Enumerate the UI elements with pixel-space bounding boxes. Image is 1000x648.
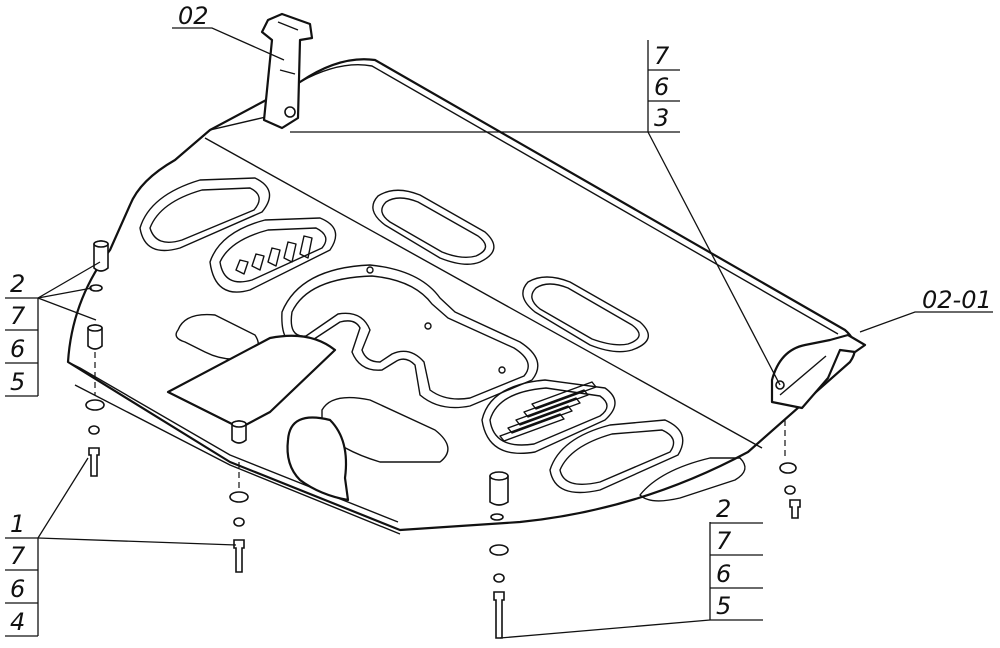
label-bottom-right-2: 7: [716, 527, 732, 555]
bracket-02: [260, 12, 314, 130]
callout-stack-top-right: 7 6 3: [647, 40, 680, 132]
hardware-center-right: [489, 471, 509, 639]
callout-bracket-02: 02: [178, 2, 209, 30]
callout-bracket-02-01: 02-01: [922, 286, 992, 314]
label-left-2: 7: [10, 302, 26, 330]
label-top-right-2: 6: [654, 73, 669, 101]
label-02: 02: [178, 2, 209, 30]
label-left-4: 5: [10, 368, 25, 396]
callout-stack-bottom-left: 1 7 6 4: [5, 510, 39, 637]
label-left-1: 2: [10, 270, 25, 298]
skid-plate: [66, 58, 857, 535]
label-bottom-right-4: 5: [716, 592, 731, 620]
label-top-right-3: 3: [654, 104, 669, 132]
label-bottom-left-1: 1: [10, 510, 25, 538]
hardware-right: [779, 420, 801, 519]
hardware-left-mid: [85, 324, 105, 477]
callout-stack-left: 2 7 6 5: [5, 270, 39, 397]
label-top-right-1: 7: [654, 42, 670, 70]
label-bottom-left-2: 7: [10, 542, 26, 570]
label-left-3: 6: [10, 335, 25, 363]
label-bottom-right-1: 2: [716, 495, 731, 523]
label-bottom-left-3: 6: [10, 575, 25, 603]
bracket-02-01: [770, 333, 867, 410]
hardware-center-left: [229, 420, 249, 573]
hardware-left-top: [89, 240, 109, 292]
label-bottom-right-3: 6: [716, 560, 731, 588]
callout-stack-bottom-right: 2 7 6 5: [709, 495, 763, 620]
label-02-01: 02-01: [922, 286, 992, 314]
label-bottom-left-4: 4: [10, 608, 25, 636]
